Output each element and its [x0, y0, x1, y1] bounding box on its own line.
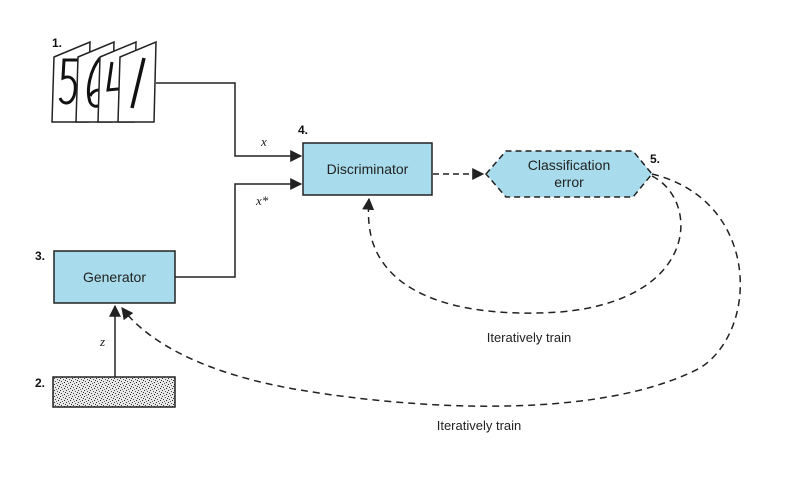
discriminator-label: Discriminator: [327, 161, 409, 177]
fake-data-arrow: [175, 178, 303, 278]
generator-box: Generator: [53, 250, 176, 304]
discriminator-feedback-arrow: [362, 175, 682, 314]
real-images-stack: [51, 40, 157, 123]
train-generator-caption: Iteratively train: [437, 418, 522, 433]
classification-label-line1: Classification: [528, 157, 610, 173]
generator-label: Generator: [83, 269, 146, 285]
classification-error-node: Classification error: [485, 150, 653, 198]
step-2-label: 2.: [35, 376, 45, 390]
step-1-label: 1.: [52, 36, 62, 50]
train-discriminator-caption: Iteratively train: [487, 330, 572, 345]
z-label: z: [99, 334, 105, 349]
x-label: x: [260, 134, 267, 149]
digit-image-1: [117, 40, 157, 123]
real-data-arrow: [156, 82, 303, 162]
discriminator-box: Discriminator: [302, 142, 433, 196]
generator-feedback-arrow: [121, 173, 741, 407]
noise-input: [52, 376, 176, 408]
classification-label-line2: error: [554, 174, 584, 190]
step-4-label: 4.: [298, 123, 308, 137]
step-5-label: 5.: [650, 152, 660, 166]
step-3-label: 3.: [35, 249, 45, 263]
x-star-label: x*: [255, 193, 269, 208]
